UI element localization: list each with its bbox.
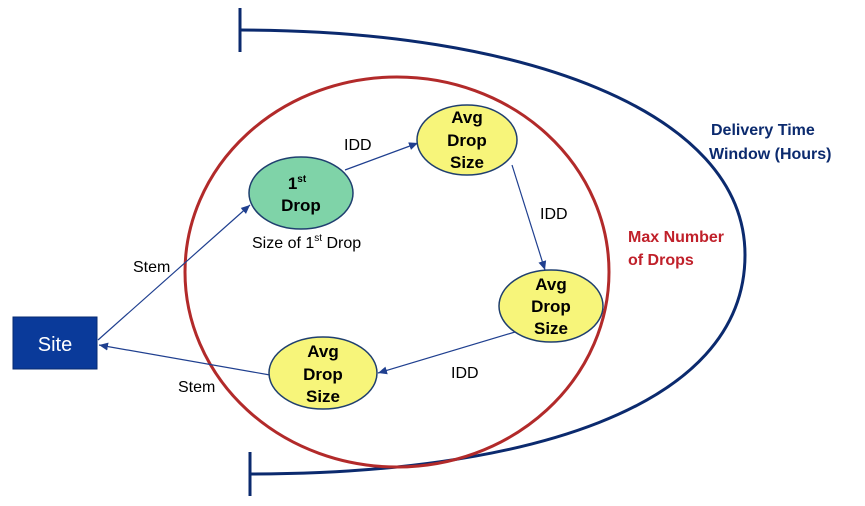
stem-label-upper: Stem — [133, 259, 170, 276]
max-drops-label-line1: Max Number — [628, 229, 724, 246]
arrow-top-to-right-avg — [511, 164, 547, 271]
site-node: Site — [12, 316, 98, 370]
svg-text:Avg: Avg — [451, 108, 483, 127]
svg-text:Size: Size — [534, 319, 568, 338]
size-of-first-drop-label: Size of 1st Drop — [252, 233, 361, 252]
idd-label-right: IDD — [540, 206, 568, 223]
svg-text:Drop: Drop — [303, 365, 343, 384]
avg-drop-node-right: Avg Drop Size — [498, 269, 604, 343]
svg-text:Size: Size — [450, 153, 484, 172]
max-drops-ellipse — [183, 75, 611, 469]
delivery-window-bracket — [238, 8, 747, 496]
idd-label-bottom: IDD — [451, 365, 479, 382]
delivery-time-label-line1: Delivery Time — [711, 122, 815, 139]
connectors — [97, 142, 547, 376]
svg-text:Avg: Avg — [307, 342, 339, 361]
avg-drop-node-top: Avg Drop Size — [416, 104, 518, 176]
idd-label-top: IDD — [344, 137, 372, 154]
arrow-bottom-avg-to-site — [98, 342, 271, 376]
arrow-right-to-bottom-avg — [377, 331, 516, 375]
first-drop-number: 1st — [288, 174, 307, 193]
svg-text:Size: Size — [306, 387, 340, 406]
svg-text:Avg: Avg — [535, 275, 567, 294]
first-drop-node: 1st Drop — [248, 156, 354, 230]
arrow-stem-to-first-drop — [97, 204, 251, 341]
svg-text:Drop: Drop — [531, 297, 571, 316]
svg-text:Drop: Drop — [447, 131, 487, 150]
delivery-time-label-line2: Window (Hours) — [709, 146, 832, 163]
arrow-first-to-top-avg — [344, 142, 419, 171]
max-drops-label-line2: of Drops — [628, 252, 694, 269]
stem-label-lower: Stem — [178, 379, 215, 396]
first-drop-word: Drop — [281, 196, 321, 215]
avg-drop-node-bottom: Avg Drop Size — [268, 336, 378, 410]
site-label: Site — [38, 334, 72, 356]
